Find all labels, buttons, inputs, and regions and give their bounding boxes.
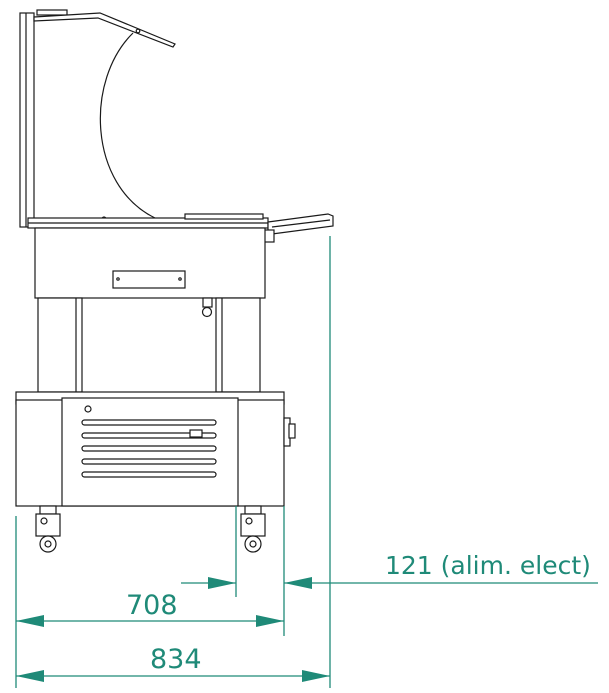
dim-label-708: 708 — [126, 590, 178, 621]
body-cabinet — [34, 227, 266, 299]
castor-right — [240, 505, 266, 553]
machine-side-view — [15, 9, 334, 553]
dim-label-834: 834 — [150, 644, 202, 675]
lower-cabinet — [15, 391, 296, 507]
legs — [37, 297, 261, 393]
castor-left — [35, 505, 61, 553]
hood-curve — [99, 32, 156, 219]
dimension-lines — [15, 236, 598, 688]
side-shelf — [263, 213, 334, 243]
hood-back-panel — [19, 9, 68, 228]
gas-valve — [201, 297, 213, 318]
hood-lid — [33, 12, 176, 48]
worktop — [27, 213, 269, 229]
dim-label-121: 121 (alim. elect) — [385, 551, 591, 580]
